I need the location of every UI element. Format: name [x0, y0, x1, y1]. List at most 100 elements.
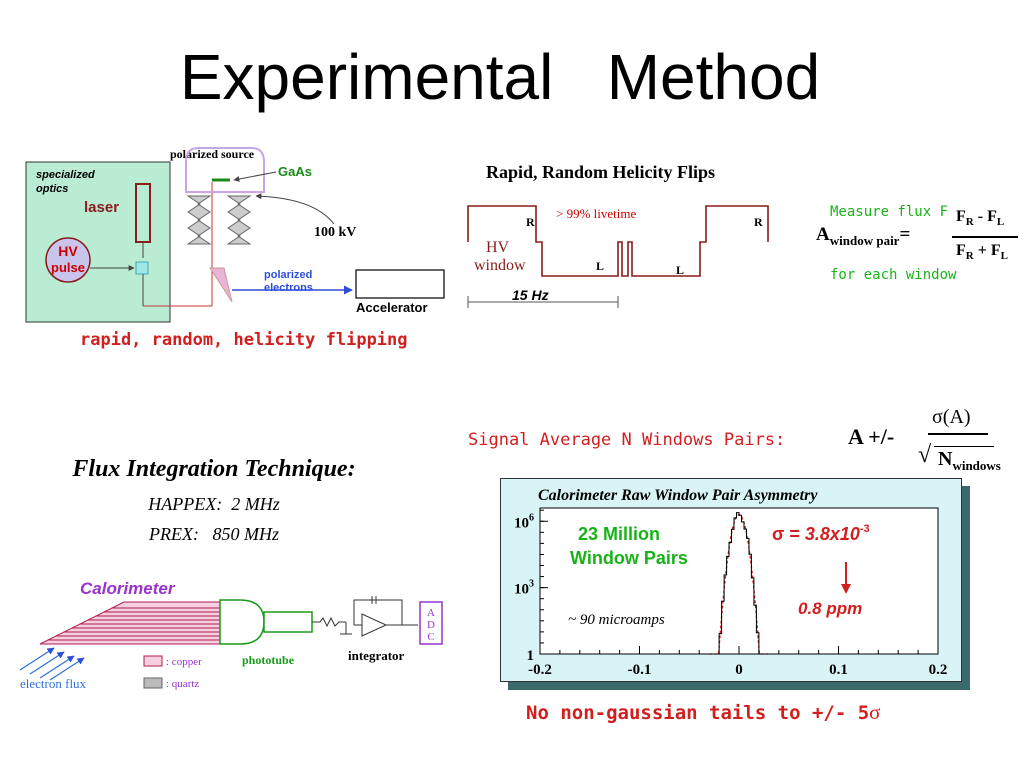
ppm-annotation: 0.8 ppm: [798, 599, 862, 618]
asymmetry-lhs: Awindow pair=: [816, 224, 910, 249]
f-r: F: [956, 208, 966, 225]
signal-average-label: Signal Average N Windows Pairs:: [468, 430, 786, 450]
happex-rate: HAPPEX: 2 MHz: [148, 494, 280, 514]
sigma-a: σ(A): [932, 406, 971, 428]
phototube-bulb: [219, 599, 265, 645]
helicity-r1: R: [526, 215, 535, 229]
adc-a: A: [427, 607, 435, 619]
measure-flux-text: Measure flux F for each window: [830, 160, 956, 307]
calorimeter-layers: [39, 601, 221, 645]
fraction-bar: [952, 236, 1018, 238]
helicity-trace: [467, 205, 769, 277]
x-tick-label: 0.1: [829, 662, 848, 678]
sigma-annotation-value: 3.8x10: [805, 524, 860, 544]
histogram-outline: [709, 512, 772, 655]
measure-flux-line2: for each window: [830, 267, 957, 283]
specialized-optics-line1: specialized: [36, 169, 95, 181]
quartz-legend-swatch: [143, 677, 163, 689]
equals-sign: =: [899, 224, 911, 245]
hundred-kv-label: 100 kV: [314, 225, 356, 240]
asymmetry-histogram: Calorimeter Raw Window Pair Asymmetry -0…: [514, 487, 947, 678]
sub-l2: L: [1000, 250, 1008, 263]
y-ticks: 1 103 106: [514, 509, 548, 664]
laser-label: laser: [84, 199, 119, 216]
chart-title: Calorimeter Raw Window Pair Asymmetry: [538, 487, 818, 504]
a-plus-minus: A +/-: [848, 424, 895, 449]
window-pair-subscript: window pair: [829, 232, 900, 248]
polarized-electrons-label-2: electrons: [264, 282, 313, 294]
x-tick-label: 0.2: [929, 662, 948, 678]
phototube-label: phototube: [242, 653, 295, 667]
f-l: F: [987, 208, 997, 225]
windows-subscript: windows: [952, 458, 1001, 473]
n-symbol: N: [938, 448, 953, 470]
specialized-optics-line2: optics: [36, 183, 68, 195]
sqrt-sign: √: [918, 442, 932, 468]
chart-caption: No non-gaussian tails to +/- 5σ: [526, 700, 881, 725]
page-title: Experimental Method: [179, 41, 821, 113]
x-tick-label: -0.2: [528, 662, 552, 678]
livetime-label: > 99% livetime: [556, 206, 636, 221]
current-annotation: ~ 90 microamps: [568, 612, 665, 628]
calorimeter-label: Calorimeter: [80, 579, 176, 598]
phototube-body: [263, 611, 313, 633]
rate-label: 15 Hz: [512, 287, 549, 303]
electron-flux-arrows: [19, 647, 85, 681]
sigma-annotation-label: σ =: [772, 524, 805, 544]
count-line2: Window Pairs: [570, 548, 688, 568]
f-l2: F: [990, 242, 1001, 259]
copper-legend-label: : copper: [166, 656, 202, 668]
x-tick-label: 0: [735, 662, 743, 678]
polarized-source-label: polarized source: [170, 147, 255, 161]
calorimeter-diagram: Calorimeter phototube integrator A D C :…: [19, 579, 443, 691]
pulse-label: pulse: [51, 260, 85, 275]
f-r2: F: [956, 242, 966, 259]
quartz-legend-label: : quartz: [166, 678, 199, 690]
prex-rate: PREX: 850 MHz: [149, 524, 279, 544]
sigma-annotation: σ = 3.8x10-3: [772, 523, 870, 544]
integrator-label: integrator: [348, 648, 405, 663]
adc-c: C: [427, 631, 434, 643]
hv-window-1: HV: [486, 239, 510, 256]
optics-caption: rapid, random, helicity flipping: [80, 330, 408, 350]
adc-d: D: [427, 619, 435, 631]
adc-box: [419, 601, 443, 645]
x-tick-label: -0.1: [628, 662, 652, 678]
sigma-annotation-exp: -3: [860, 523, 870, 535]
measure-flux-line1: Measure flux F: [830, 204, 949, 220]
y-tick-label: 106: [514, 512, 534, 531]
polarized-source-diagram: specialized optics laser HV pulse polari…: [25, 147, 445, 323]
x-ticks: -0.2 -0.1 0 0.1 0.2: [528, 646, 947, 678]
flux-title: Flux Integration Technique:: [72, 456, 356, 482]
helicity-l2: L: [676, 263, 684, 277]
sub-l: L: [996, 216, 1005, 229]
electron-flux-label: electron flux: [20, 676, 87, 691]
gaas-label: GaAs: [278, 164, 312, 179]
minus-sign: -: [973, 208, 988, 225]
asymmetry-numerator: FR - FL: [956, 208, 1004, 228]
sub-r2: R: [965, 250, 974, 263]
sub-r: R: [965, 216, 974, 229]
hv-window-2: window: [474, 257, 526, 274]
y-tick-label: 103: [514, 579, 534, 598]
count-line1: 23 Million: [578, 524, 660, 544]
specialized-optics-label: specialized optics: [36, 169, 98, 195]
hv-pulse-circle: [45, 237, 91, 283]
sigma-fraction-bar: [928, 433, 988, 435]
pockels-cell: [135, 261, 149, 275]
asymmetry-denominator: FR + FL: [956, 242, 1008, 262]
helicity-r2: R: [754, 215, 763, 229]
polarized-electrons-label-1: polarized: [264, 269, 312, 281]
accelerator-box: [355, 269, 445, 299]
copper-legend-swatch: [143, 655, 163, 667]
hv-label: HV: [58, 243, 78, 259]
polarized-electrons-beam: [209, 267, 233, 303]
helicity-waveform: R > 99% livetime R HV window L L 15 Hz: [467, 205, 769, 308]
bellows-left: [186, 195, 212, 245]
helicity-title: Rapid, Random Helicity Flips: [486, 162, 716, 182]
a-symbol: A: [816, 224, 830, 245]
bellows-right: [226, 195, 252, 245]
n-windows: Nwindows: [938, 448, 1001, 474]
y-tick-label: 1: [527, 648, 535, 664]
helicity-l1: L: [596, 259, 604, 273]
